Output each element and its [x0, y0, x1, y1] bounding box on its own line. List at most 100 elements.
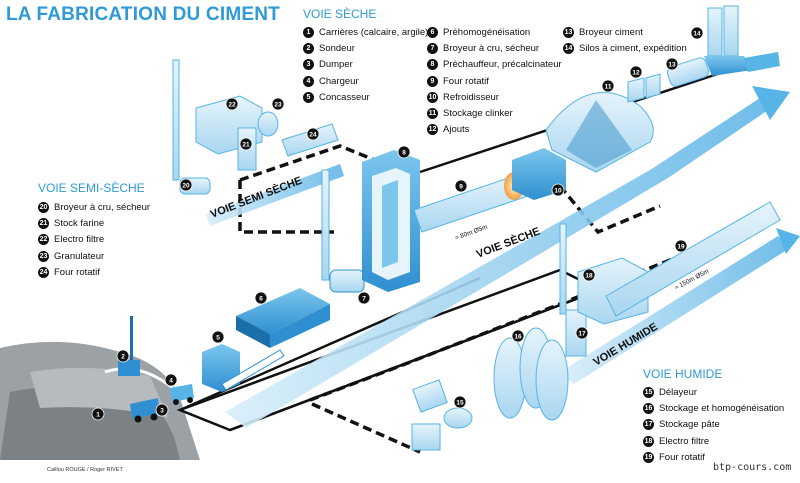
cement-silos [704, 5, 780, 76]
additives [627, 73, 661, 103]
marker-5: 5 [211, 330, 225, 344]
marker-23: 23 [271, 97, 285, 111]
heading-voie-seche: VOIE SÈCHE [303, 7, 377, 21]
preheater-tower [362, 150, 420, 292]
marker-24: 24 [306, 127, 320, 141]
marker-label: 9 [459, 183, 463, 190]
marker-1: 1 [91, 407, 105, 421]
marker-label: 13 [668, 61, 676, 68]
marker-label: 2 [121, 353, 125, 360]
wet-arrow-band [560, 228, 800, 384]
heading-voie-semi-seche: VOIE SEMI-SÈCHE [38, 181, 145, 195]
marker-label: 12 [632, 69, 640, 76]
wet-homogenisation-tanks [493, 327, 569, 421]
marker-15: 15 [453, 395, 467, 409]
prehomogenisation-hall [236, 288, 330, 348]
marker-label: 15 [456, 399, 464, 406]
wet-kiln [605, 201, 781, 317]
crusher [202, 344, 285, 392]
marker-19: 19 [674, 239, 688, 253]
marker-label: 3 [160, 407, 164, 414]
kiln-dry-dimension: ≈ 80m Ø5m [454, 224, 488, 242]
marker-label: 14 [693, 30, 701, 37]
marker-13: 13 [665, 57, 679, 71]
marker-4: 4 [164, 373, 178, 387]
clinker-storage [545, 92, 654, 173]
marker-label: 23 [274, 101, 282, 108]
dry-arrow-band [225, 86, 790, 428]
marker-label: 19 [677, 243, 685, 250]
marker-label: 20 [182, 182, 190, 189]
marker-7: 7 [357, 291, 371, 305]
raw-mill [321, 169, 365, 293]
marker-label: 1 [96, 411, 100, 418]
loader [170, 384, 194, 405]
marker-label: 5 [216, 334, 220, 341]
marker-14: 14 [690, 26, 704, 40]
marker-label: 16 [514, 333, 522, 340]
marker-label: 10 [554, 187, 562, 194]
marker-label: 22 [228, 101, 236, 108]
marker-label: 8 [402, 149, 406, 156]
dumper-truck [130, 398, 160, 423]
marker-9: 9 [454, 179, 468, 193]
marker-16: 16 [511, 329, 525, 343]
marker-2: 2 [116, 349, 130, 363]
marker-17: 17 [575, 326, 589, 340]
drill-rig [118, 316, 140, 376]
marker-label: 6 [259, 295, 263, 302]
wet-process-frame [309, 184, 741, 454]
marker-6: 6 [254, 291, 268, 305]
marker-label: 21 [242, 141, 250, 148]
marker-label: 24 [309, 131, 317, 138]
marker-20: 20 [179, 178, 193, 192]
marker-label: 4 [169, 377, 173, 384]
marker-11: 11 [601, 79, 615, 93]
semi-dry-arrow-band [206, 164, 344, 226]
marker-label: 7 [362, 295, 366, 302]
heading-voie-humide: VOIE HUMIDE [643, 367, 723, 381]
rotary-kiln-dry [413, 172, 529, 233]
site-watermark: btp-cours.com [713, 462, 792, 473]
marker-3: 3 [155, 403, 169, 417]
delayer [411, 379, 473, 451]
path-label-semi-seche: VOIE SEMI SÈCHE [208, 174, 303, 221]
granulator [257, 111, 279, 137]
marker-10: 10 [551, 183, 565, 197]
marker-8: 8 [397, 145, 411, 159]
marker-12: 12 [629, 65, 643, 79]
marker-label: 17 [578, 330, 586, 337]
marker-22: 22 [225, 97, 239, 111]
illustration-credit: Caillou ROUGE / Roger RIVET [47, 467, 123, 473]
